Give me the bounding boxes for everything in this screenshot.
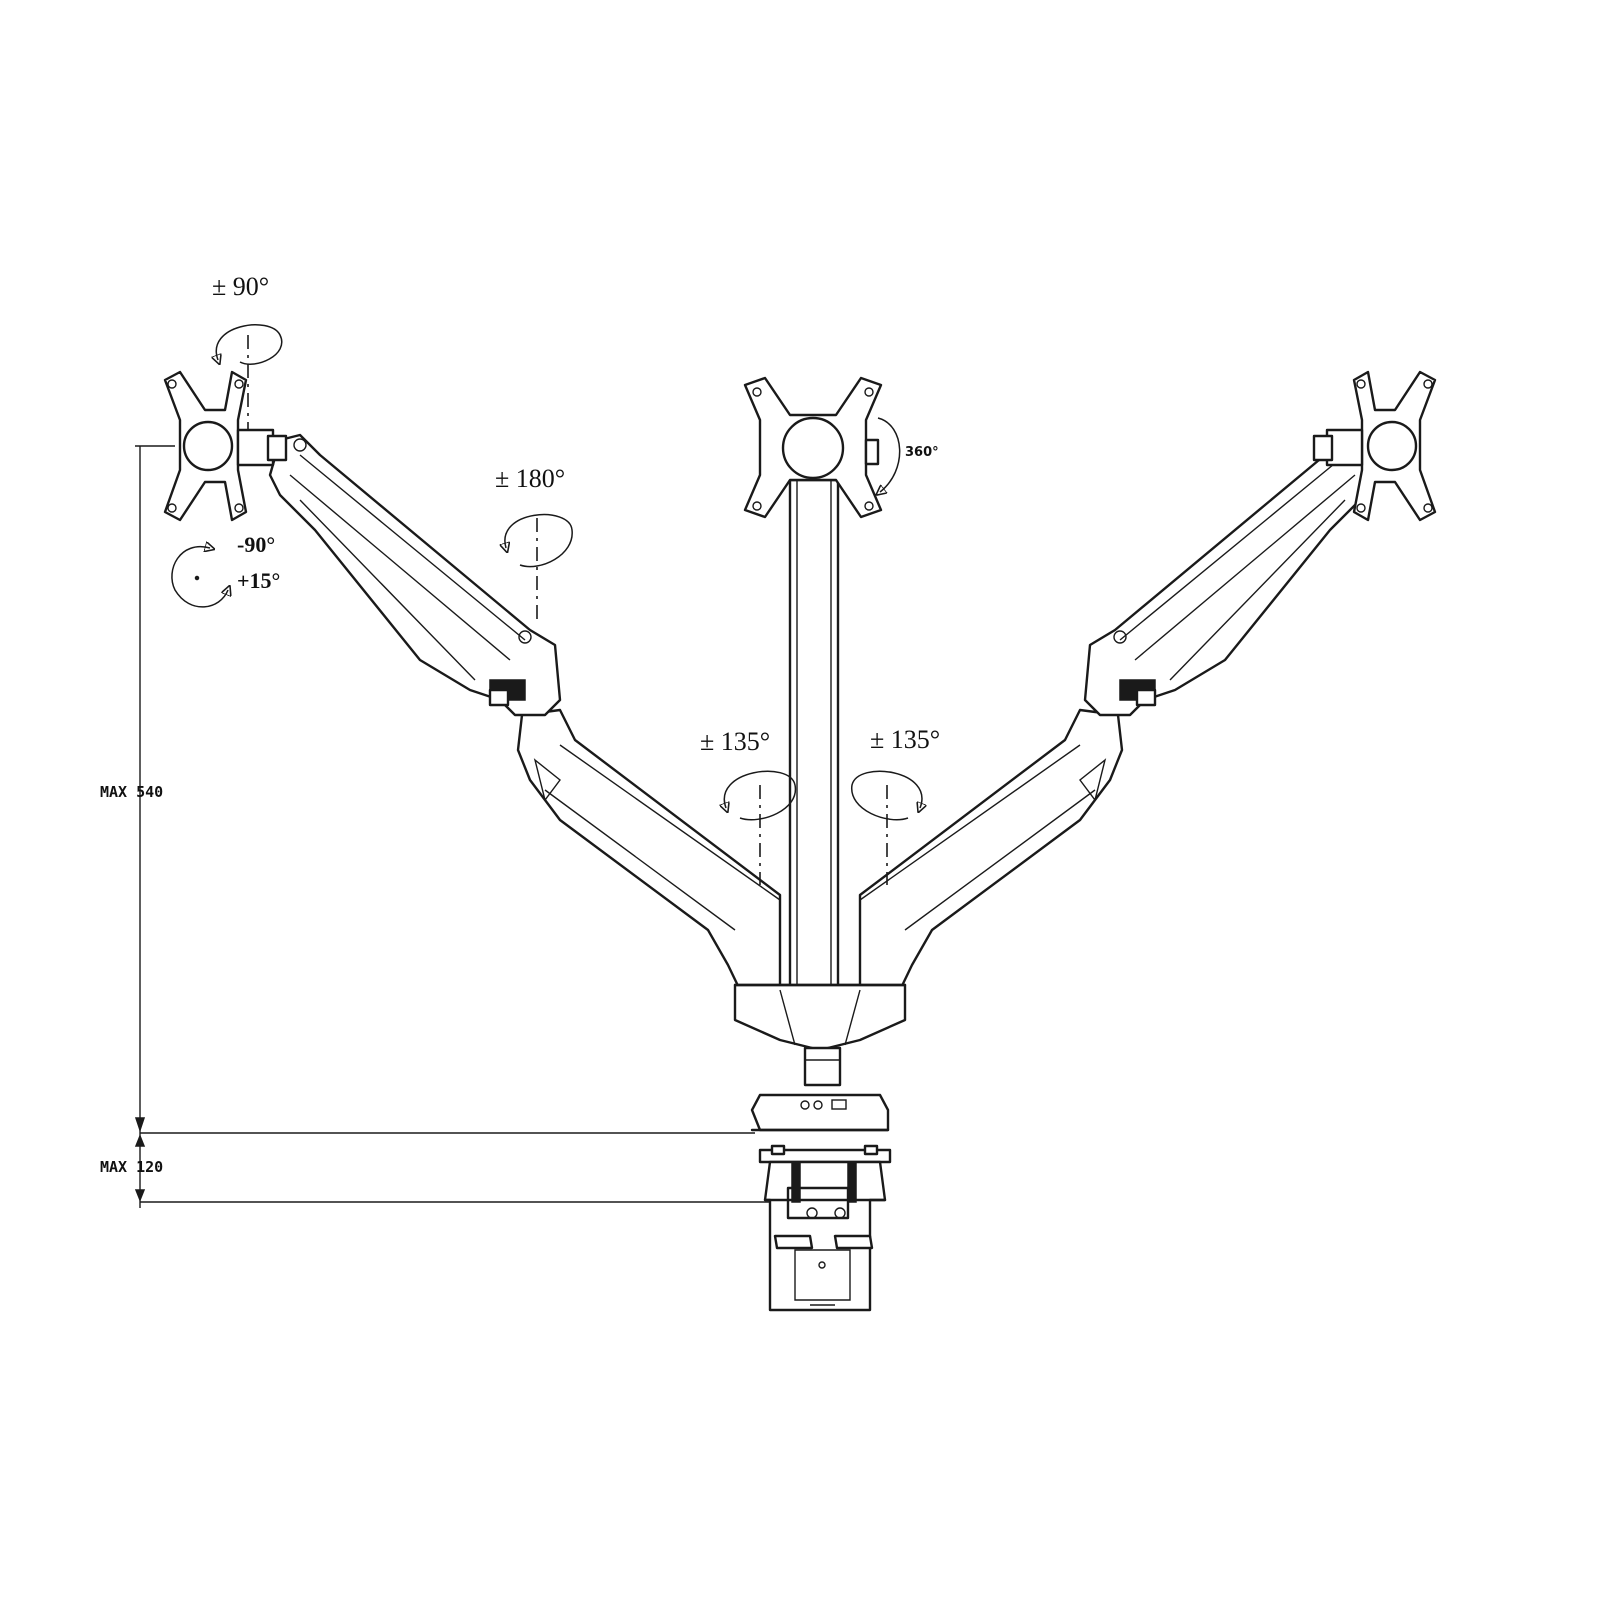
right-vesa-plate [1312,370,1437,522]
dimension-lines [134,445,770,1208]
left-upper-arm [268,433,562,717]
rotation-arrow-center-vesa [878,417,901,492]
rotation-arrow-right-lower [851,770,922,885]
label-tilt-down: -90° [237,532,275,557]
center-vesa-plate [743,376,883,519]
label-max-clamp: MAX 120 [100,1158,163,1176]
tilt-arrow-left [171,547,228,608]
left-vesa-plate [163,370,288,522]
desk-clamp [750,1093,892,1312]
label-tilt-left-vesa: ± 90° [212,272,269,301]
rotation-arrow-left-vesa [216,324,283,430]
center-hub [733,983,907,1087]
label-left-upper-arm-swivel: ± 180° [495,464,565,493]
rotation-arrow-left-upper [505,513,573,625]
right-lower-arm [858,708,1124,992]
left-lower-arm [516,708,782,992]
center-pole [788,478,840,1002]
right-upper-arm [1083,433,1377,717]
label-max-height: MAX 540 [100,783,163,801]
label-left-lower-arm-swivel: ± 135° [700,727,770,756]
label-right-lower-arm-swivel: ± 135° [870,725,940,754]
label-tilt-up: +15° [237,568,280,593]
rotation-arrow-left-lower [724,770,796,885]
label-center-vesa-rotation: 360° [905,445,939,460]
